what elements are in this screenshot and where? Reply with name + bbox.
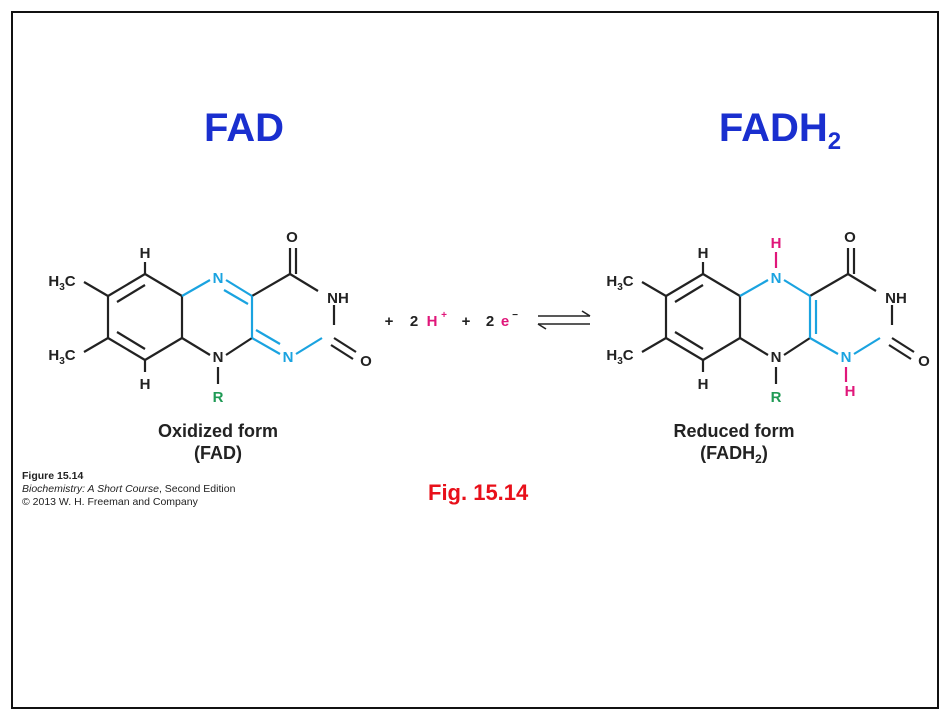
- reduced-form-label: Reduced form (FADH2): [634, 420, 834, 466]
- proton-charge: +: [441, 310, 447, 321]
- oxidized-nh: NH: [327, 290, 349, 307]
- heading-fadh2: FADH2: [718, 106, 842, 155]
- plus-sign-1: +: [385, 313, 394, 330]
- oxidized-h-bottom: H: [140, 376, 151, 393]
- reduced-h3c-bottom: H3C: [606, 347, 633, 367]
- heading-fad: FAD: [204, 106, 284, 150]
- oxidized-r-group: R: [213, 389, 224, 406]
- oxidized-form-line2: (FAD): [194, 443, 242, 463]
- oxidized-n-bonds: [181, 279, 323, 355]
- plus-sign-2: +: [462, 313, 471, 330]
- reduced-h-on-n-top: H: [771, 235, 782, 252]
- oxidized-structure: H H H3C H3C N N N NH O O R: [48, 229, 372, 406]
- coefficient-e: 2: [486, 313, 494, 330]
- electron-charge: −: [512, 310, 518, 321]
- oxidized-o-top: O: [286, 229, 298, 246]
- proton-h: H: [427, 313, 438, 330]
- reduced-n-bonds: [739, 279, 881, 355]
- reduced-bonds: [641, 248, 915, 384]
- coefficient-h: 2: [410, 313, 418, 330]
- reduced-h-top: H: [698, 245, 709, 262]
- oxidized-h3c-top: H3C: [48, 273, 75, 293]
- reduced-n-top: N: [771, 270, 782, 287]
- oxidized-n-top: N: [213, 270, 224, 287]
- oxidized-o-right: O: [360, 353, 372, 370]
- reduced-form-line1: Reduced form: [673, 421, 795, 441]
- caption-copyright: © 2013 W. H. Freeman and Company: [22, 496, 198, 508]
- reduced-nh: NH: [885, 290, 907, 307]
- reduced-form-line2: (FADH2): [700, 443, 768, 466]
- oxidized-h3c-bottom: H3C: [48, 347, 75, 367]
- figure-caption: Figure 15.14 Biochemistry: A Short Cours…: [22, 470, 235, 509]
- reduced-o-right: O: [918, 353, 930, 370]
- reduced-h-bottom: H: [698, 376, 709, 393]
- oxidized-h-top: H: [140, 245, 151, 262]
- reduced-r-group: R: [771, 389, 782, 406]
- electron-e: e: [501, 313, 509, 330]
- caption-title: Figure 15.14: [22, 470, 84, 482]
- reduced-h-on-n-mid: H: [845, 383, 856, 400]
- oxidized-form-line1: Oxidized form: [157, 421, 278, 441]
- oxidized-n-mid: N: [283, 349, 294, 366]
- oxidized-n-bottom: N: [213, 349, 224, 366]
- reduced-n-bottom: N: [771, 349, 782, 366]
- reduced-o-top: O: [844, 229, 856, 246]
- caption-book: Biochemistry: A Short Course, Second Edi…: [22, 483, 236, 495]
- reduced-h-bonds: [774, 252, 848, 382]
- reduced-n-mid: N: [841, 349, 852, 366]
- reduced-structure: H H H3C H3C H N N N H NH O O R: [606, 229, 930, 406]
- reaction-terms: + 2 H + + 2 e −: [385, 310, 591, 330]
- slide-frame: [11, 11, 939, 709]
- reduced-h3c-top: H3C: [606, 273, 633, 293]
- oxidized-bonds: [83, 248, 357, 384]
- figure-reference: Fig. 15.14: [428, 480, 529, 505]
- oxidized-form-label: Oxidized form (FAD): [118, 420, 318, 464]
- equilibrium-arrow-icon: [537, 310, 591, 330]
